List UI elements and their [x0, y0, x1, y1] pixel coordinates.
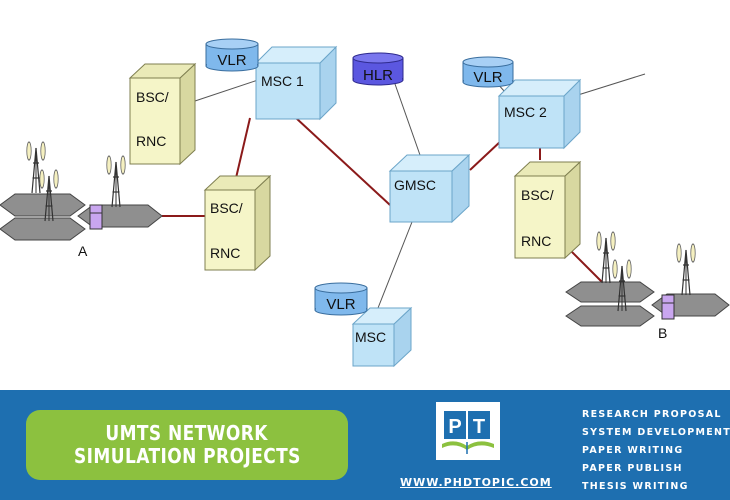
bsc-top-label-2: RNC [136, 133, 166, 149]
website-link[interactable]: WWW.PHDTOPIC.COM [400, 476, 552, 489]
vlr2-db: VLR [462, 56, 514, 88]
bsc-top-label-1: BSC/ [136, 89, 169, 105]
link-hlr-gmsc [394, 83, 421, 156]
gmsc-node: GMSC [388, 153, 471, 224]
cell-cluster-b: B [565, 231, 730, 341]
msc3-node: MSC [351, 306, 413, 368]
service-item: PAPER WRITING [582, 445, 684, 456]
cell-cluster-a: A [0, 141, 163, 259]
vlr1-label: VLR [217, 52, 246, 69]
link-gmsc-msc2 [469, 139, 503, 171]
bsc-right-label-2: RNC [521, 233, 551, 249]
bsc-right-label-1: BSC/ [521, 187, 554, 203]
cell-a-label: A [78, 243, 88, 259]
service-item: PAPER PUBLISH [582, 463, 683, 474]
services-list: RESEARCH PROPOSAL SYSTEM DEVELOPMENT PAP… [582, 406, 730, 496]
service-item: SYSTEM DEVELOPMENT [582, 427, 730, 438]
bsc-rnc-top: BSC/ RNC [128, 62, 197, 166]
link-msc1-gmsc [295, 117, 391, 206]
link-msc1-bsc-mid [235, 117, 251, 179]
vlr3-label: VLR [326, 296, 355, 313]
phdtopic-logo-icon: P T [436, 402, 500, 460]
link-bsc-top-msc1 [194, 79, 259, 102]
cell-b-label: B [658, 325, 667, 341]
msc3-label: MSC [355, 329, 386, 345]
bsc-rnc-right: BSC/ RNC [513, 160, 582, 260]
vlr2-label: VLR [473, 69, 502, 86]
promo-banner: UMTS NETWORK SIMULATION PROJECTS P T WWW… [0, 390, 730, 500]
msc2-node: MSC 2 [497, 78, 582, 150]
msc1-label: MSC 1 [261, 73, 304, 89]
link-bsc-right-cell-b [569, 249, 605, 285]
bsc-rnc-mid: BSC/ RNC [203, 174, 272, 272]
service-item: RESEARCH PROPOSAL [582, 409, 722, 420]
cell-tower-icon [595, 231, 617, 284]
cell-tower-icon [105, 155, 127, 208]
logo-letter-t: T [473, 416, 485, 438]
link-gmsc-msc3 [377, 221, 413, 309]
bsc-mid-label-2: RNC [210, 245, 240, 261]
vlr3-db: VLR [314, 282, 368, 316]
vlr1-db: VLR [205, 38, 259, 72]
hlr-label: HLR [363, 67, 393, 84]
network-diagram: BSC/ RNC BSC/ RNC BSC/ RNC MSC 1 [0, 38, 730, 368]
service-item: THESIS WRITING [582, 481, 689, 492]
msc2-label: MSC 2 [504, 104, 547, 120]
title-line-2: SIMULATION PROJECTS [73, 444, 301, 468]
title-badge: UMTS NETWORK SIMULATION PROJECTS [26, 410, 348, 480]
bsc-mid-label-1: BSC/ [210, 200, 243, 216]
hlr-db: HLR [352, 52, 404, 86]
logo-letter-p: P [448, 416, 461, 438]
msc1-node: MSC 1 [254, 45, 338, 121]
cell-tower-icon [675, 243, 697, 296]
links [162, 67, 646, 309]
gmsc-label: GMSC [394, 177, 436, 193]
title-line-1: UMTS NETWORK [105, 421, 269, 445]
